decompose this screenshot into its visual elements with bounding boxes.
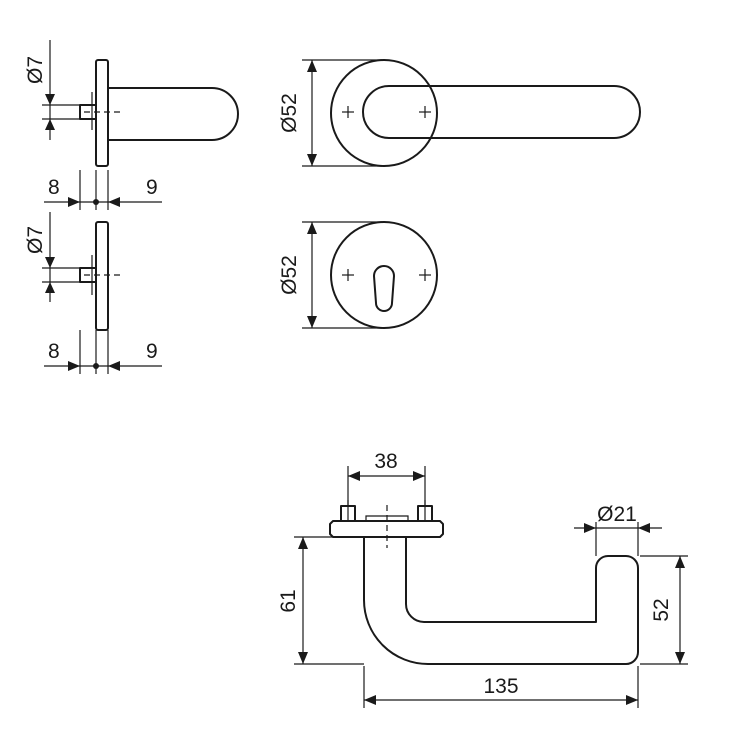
dim-right-offset-top: 9 [146,176,158,199]
dim-grip-height: 52 [650,598,673,621]
side-view-lever-rose: Ø7 8 9 [24,40,239,210]
screw-mark-icon [419,106,431,118]
profile-cylinder-cutout [373,265,395,312]
dim-rose-dia-key: Ø52 [278,255,301,295]
dim-pin-dia-bottom: Ø7 [24,226,47,254]
screw-mark-icon [419,269,431,281]
dim-rose-dia-lever: Ø52 [278,93,301,133]
dim-pin-dia-top: Ø7 [24,56,47,84]
screw-mark-icon [342,269,354,281]
side-view-key-rose: Ø7 8 9 [24,212,162,374]
dim-fixing-distance: 38 [374,450,397,473]
dim-overall-height: 61 [277,589,300,612]
dim-left-offset-top: 8 [48,176,60,199]
rose-plate [329,520,444,538]
dim-projection: 135 [483,675,518,698]
plan-view-u-lever: 38 Ø21 61 52 135 [277,450,688,708]
dim-left-offset-bottom: 8 [48,340,60,363]
front-view-key-rose: Ø52 [278,221,438,329]
front-view-lever: Ø52 [278,59,641,167]
dim-grip-dia: Ø21 [597,503,637,526]
u-lever-body [363,536,639,665]
screw-mark-icon [342,106,354,118]
dim-right-offset-bottom: 9 [146,340,158,363]
